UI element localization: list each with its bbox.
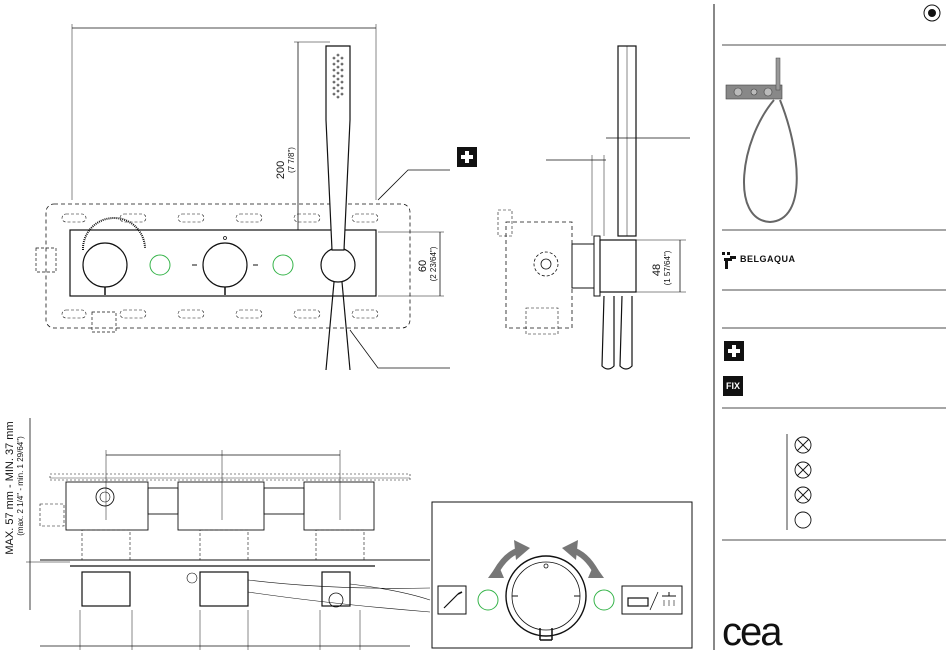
- rotation-arrow-right-icon: [562, 540, 604, 578]
- rotation-arrow-left-icon: [488, 540, 530, 578]
- depth-range-inch-label: (max. 2 1/4" - min. 1 29/64"): [16, 436, 25, 536]
- belgaqua-logo-icon: [722, 252, 736, 269]
- dim-60-inch-label: (2 23/64"): [429, 246, 438, 281]
- fix-row: FIX: [723, 376, 743, 396]
- sidebar-frame: [714, 4, 946, 650]
- target-icon: [924, 5, 940, 21]
- depth-range-label: MAX. 57 mm - MIN. 37 mm: [4, 421, 16, 554]
- dim-48-inch-label: (1 57/64"): [663, 250, 672, 285]
- cea-logo: cea: [722, 612, 781, 652]
- dim-48-label: 48: [651, 264, 663, 276]
- dim-200-inch-label: (7 7/8"): [287, 147, 296, 173]
- section-view: [26, 418, 430, 650]
- plus-icon: [724, 341, 744, 361]
- brand-name: BELGAQUA: [740, 254, 796, 264]
- fix-icon: FIX: [723, 376, 743, 396]
- dim-200-label: 200: [275, 161, 287, 179]
- dim-60-label: 60: [417, 260, 429, 272]
- front-view: [36, 24, 477, 370]
- operation-detail: [432, 502, 692, 648]
- flow-symbol-icon: [787, 434, 811, 530]
- product-thumbnail: [726, 58, 797, 222]
- side-view: [498, 46, 690, 369]
